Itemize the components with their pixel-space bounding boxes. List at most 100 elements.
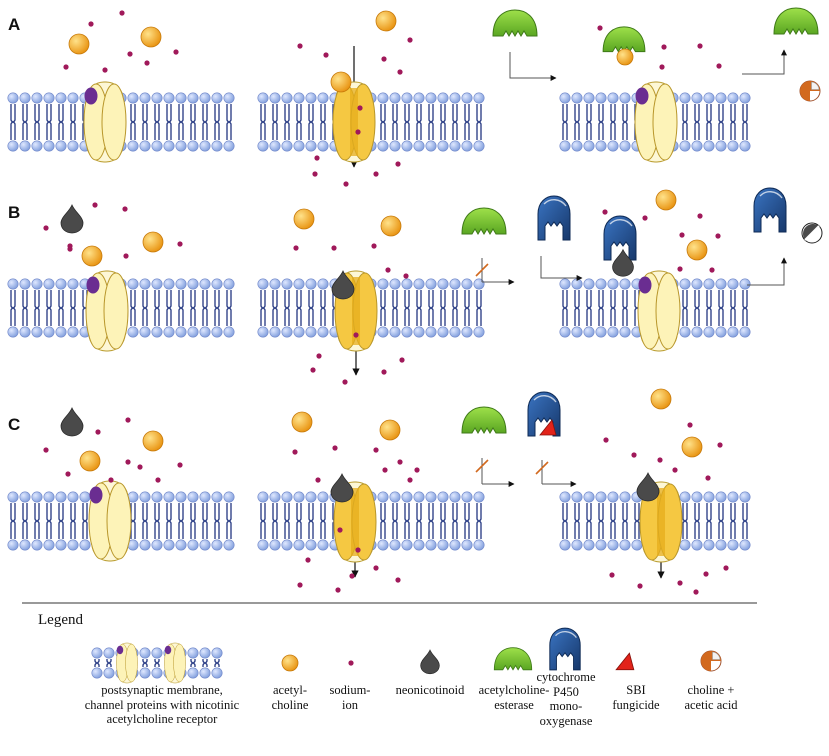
lipid-head [619, 491, 631, 503]
lipid-head [293, 140, 305, 152]
channel-subunit [125, 643, 138, 683]
lipid-head [679, 92, 691, 104]
lipid-head [389, 491, 401, 503]
neonicotinoid-molecule [636, 471, 660, 502]
lipid-head [281, 278, 293, 290]
legend-title: Legend [38, 612, 83, 628]
blocked-mark [475, 459, 489, 473]
lipid-head [461, 326, 473, 338]
lipid-head [461, 278, 473, 290]
lipid-head [389, 278, 401, 290]
lipid-head [7, 491, 19, 503]
sodium-ion [657, 457, 663, 463]
lipid-head [163, 326, 175, 338]
lipid-head [473, 140, 485, 152]
lipid-head [55, 140, 67, 152]
acetylcholine-molecule [142, 430, 164, 452]
sodium-ion [373, 171, 379, 177]
lipid-head [163, 539, 175, 551]
lipid-head [739, 326, 751, 338]
lipid-head [571, 278, 583, 290]
acetylcholine-molecule [140, 26, 162, 48]
sodium-ion [716, 63, 722, 69]
lipid-head [437, 140, 449, 152]
neonicotinoid-molecule [60, 203, 84, 234]
sodium-ion [343, 181, 349, 187]
lipid-head [151, 140, 163, 152]
lipid-head [269, 140, 281, 152]
lipid-head [571, 140, 583, 152]
lipid-head [619, 326, 631, 338]
lipid-head [281, 92, 293, 104]
cytochrome-p450-enzyme [537, 195, 571, 241]
lipid-head [211, 539, 223, 551]
sodium-ion [659, 64, 665, 70]
lipid-head [595, 539, 607, 551]
lipid-head [607, 278, 619, 290]
acetylcholinesterase-enzyme [461, 406, 507, 434]
lipid-head [127, 278, 139, 290]
lipid-head [425, 92, 437, 104]
channel-a2 [332, 81, 376, 163]
lipid-head [67, 539, 79, 551]
lipid-head [691, 92, 703, 104]
sodium-ion [337, 527, 343, 533]
lipid-head [473, 491, 485, 503]
choline-acetic-acid-products [799, 80, 821, 102]
sodium-ion [348, 660, 354, 666]
lipid-head [317, 278, 329, 290]
lipid-head [583, 326, 595, 338]
legend-label-sodium: sodium-ion [329, 683, 371, 712]
lipid-head [739, 140, 751, 152]
reaction-arrow [747, 257, 787, 286]
lipid-head [619, 140, 631, 152]
acetylcholine-molecule [281, 654, 299, 672]
channel-a1 [83, 81, 127, 163]
lipid-head [449, 326, 461, 338]
sodium-ion [137, 464, 143, 470]
molecules-layer [43, 7, 823, 595]
lipid-head [43, 92, 55, 104]
lipid-head [715, 140, 727, 152]
reaction-arrow [540, 256, 583, 281]
lipid-head [139, 278, 151, 290]
sodium-ion [314, 155, 320, 161]
sodium-ion [679, 232, 685, 238]
lipid-head [739, 278, 751, 290]
lipid-head [293, 491, 305, 503]
channel-subunit [101, 83, 127, 161]
lipid-head [679, 326, 691, 338]
lipid-head [715, 491, 727, 503]
acetylcholine-molecule [68, 33, 90, 55]
acetylcholine-molecule [655, 189, 677, 211]
lipid-head [461, 491, 473, 503]
lipid-head [389, 539, 401, 551]
lipid-head [175, 92, 187, 104]
acetylcholinesterase-enzyme [493, 647, 533, 671]
lipid-head [257, 92, 269, 104]
sodium-ion [332, 445, 338, 451]
binding-site [635, 87, 649, 105]
lipid-head [67, 92, 79, 104]
lipid-head [305, 491, 317, 503]
lipid-head [199, 667, 211, 679]
neonicotinoid-molecule [330, 472, 354, 503]
sodium-ion [43, 447, 49, 453]
sodium-ion [316, 353, 322, 359]
sodium-ion [381, 369, 387, 375]
acetylcholine-molecule [79, 450, 101, 472]
lipid-head [281, 326, 293, 338]
lipid-head [43, 140, 55, 152]
lipid-head [473, 92, 485, 104]
acetylcholine-molecule [375, 10, 397, 32]
degraded-neonicotinoid [801, 222, 823, 244]
lipid-head [163, 491, 175, 503]
lipid-head [413, 491, 425, 503]
sodium-ion [144, 60, 150, 66]
lipid-head [7, 278, 19, 290]
lipid-head [211, 92, 223, 104]
lipid-head [425, 491, 437, 503]
lipid-head [19, 491, 31, 503]
channel-subunit [103, 272, 129, 350]
sodium-ion [382, 467, 388, 473]
